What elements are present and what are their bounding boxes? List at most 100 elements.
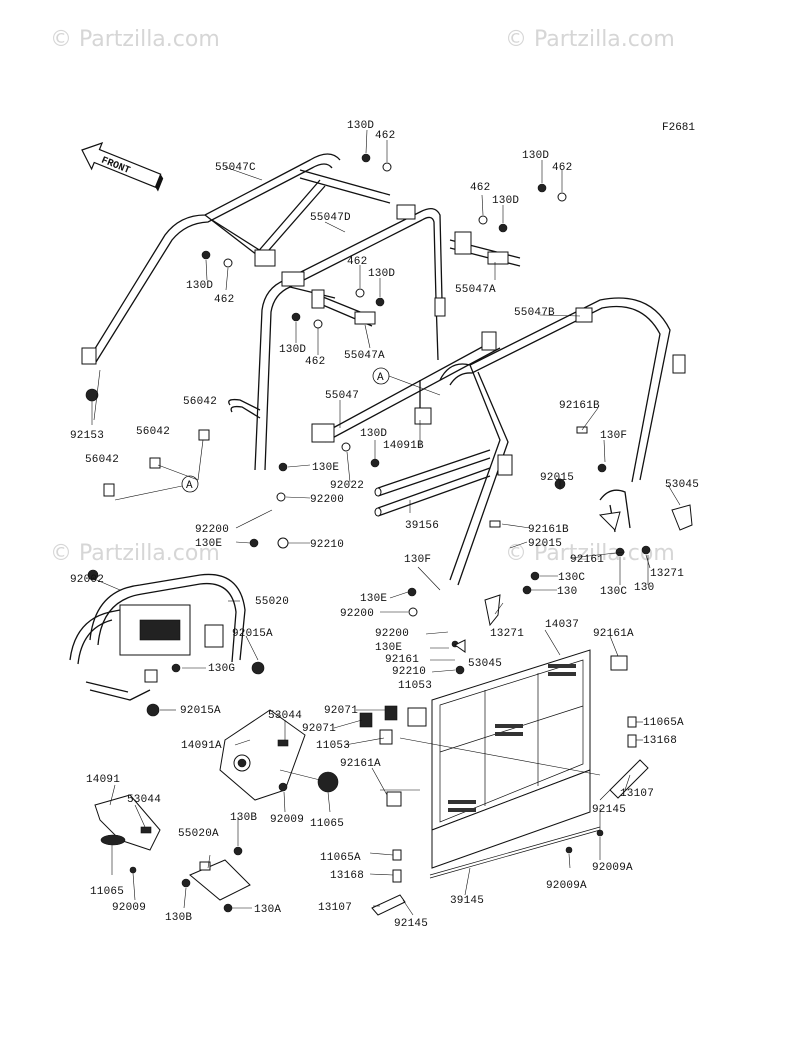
label-39156: 39156 (405, 520, 439, 532)
label-92161: 92161 (385, 654, 419, 666)
label-92002: 92002 (70, 574, 104, 586)
label-92200: 92200 (310, 494, 344, 506)
label-92200: 92200 (375, 628, 409, 640)
label-130F: 130F (404, 554, 431, 566)
label-56042: 56042 (85, 454, 119, 466)
cross-tube-55047A (311, 231, 521, 327)
label-92161A: 92161A (593, 628, 634, 640)
hardware (85, 153, 693, 916)
label-92153: 92153 (70, 430, 104, 442)
label-92210: 92210 (392, 666, 426, 678)
label-55020: 55020 (255, 596, 289, 608)
label-13168: 13168 (643, 735, 677, 747)
watermark-mid-left: © Partzilla.com (50, 541, 220, 566)
label-92071: 92071 (302, 723, 336, 735)
label-92009A: 92009A (592, 862, 633, 874)
label-92015: 92015 (540, 472, 574, 484)
label-56042: 56042 (183, 396, 217, 408)
label-13168: 13168 (330, 870, 364, 882)
label-130B: 130B (230, 812, 257, 824)
label-13271: 13271 (650, 568, 684, 580)
label-92145: 92145 (394, 918, 428, 930)
label-92145: 92145 (592, 804, 626, 816)
reference-marker-a: A A (181, 367, 390, 493)
label-462: 462 (214, 294, 234, 306)
label-130G: 130G (208, 663, 235, 675)
label-130D: 130D (279, 344, 306, 356)
cross-bar-55047 (311, 331, 501, 443)
label-92161: 92161 (570, 554, 604, 566)
label-39145: 39145 (450, 895, 484, 907)
label-53044: 53044 (268, 710, 302, 722)
svg-text:A: A (186, 480, 193, 492)
label-130E: 130E (360, 593, 387, 605)
rollbar-rear-55047B (439, 297, 686, 586)
label-462: 462 (305, 356, 325, 368)
label-11065: 11065 (90, 886, 124, 898)
label-462: 462 (347, 256, 367, 268)
label-130: 130 (634, 582, 654, 594)
label-55047: 55047 (325, 390, 359, 402)
label-92015: 92015 (528, 538, 562, 550)
label-130D: 130D (368, 268, 395, 280)
bracket-55020A (189, 859, 251, 901)
label-55020A: 55020A (178, 828, 219, 840)
label-130D: 130D (186, 280, 213, 292)
label-11065A: 11065A (320, 852, 361, 864)
label-11053: 11053 (398, 680, 432, 692)
label-130A: 130A (254, 904, 281, 916)
label-92009: 92009 (270, 814, 304, 826)
label-14091B: 14091B (383, 440, 424, 452)
guard-14091 (94, 794, 161, 851)
label-92015A: 92015A (232, 628, 273, 640)
label-92200: 92200 (340, 608, 374, 620)
label-92009A: 92009A (546, 880, 587, 892)
label-130C: 130C (600, 586, 627, 598)
label-130D: 130D (347, 120, 374, 132)
rollbar-middle-55047D (228, 204, 446, 471)
label-130E: 130E (375, 642, 402, 654)
label-11065A: 11065A (643, 717, 684, 729)
label-55047B: 55047B (514, 307, 555, 319)
label-14037: 14037 (545, 619, 579, 631)
label-92200: 92200 (195, 524, 229, 536)
label-13107: 13107 (620, 788, 654, 800)
label-55047A: 55047A (455, 284, 496, 296)
label-130: 130 (557, 586, 577, 598)
tube-39156 (374, 449, 491, 517)
tailgate-14037 (431, 649, 591, 869)
label-462: 462 (375, 130, 395, 142)
label-130F: 130F (600, 430, 627, 442)
label-14091A: 14091A (181, 740, 222, 752)
label-130E: 130E (195, 538, 222, 550)
label-53045: 53045 (468, 658, 502, 670)
label-92210: 92210 (310, 539, 344, 551)
label-92022: 92022 (330, 480, 364, 492)
label-53045: 53045 (665, 479, 699, 491)
label-53044: 53044 (127, 794, 161, 806)
watermarks: © Partzilla.com © Partzilla.com © Partzi… (50, 27, 675, 566)
rollbar-front-55047C (81, 153, 391, 365)
watermark-top-right: © Partzilla.com (505, 27, 675, 52)
label-462: 462 (470, 182, 490, 194)
figure-code: F2681 (662, 122, 695, 134)
label-92161B: 92161B (528, 524, 569, 536)
part-labels: 130D 462 55047C 130D 462 462 130D 55047D… (70, 120, 699, 930)
label-55047A: 55047A (344, 350, 385, 362)
label-92009: 92009 (112, 902, 146, 914)
label-92161B: 92161B (559, 400, 600, 412)
label-11065: 11065 (310, 818, 344, 830)
label-92071: 92071 (324, 705, 358, 717)
label-56042: 56042 (136, 426, 170, 438)
watermark-top-left: © Partzilla.com (50, 27, 220, 52)
label-462: 462 (552, 162, 572, 174)
label-92015A: 92015A (180, 705, 221, 717)
label-130D: 130D (360, 428, 387, 440)
label-55047D: 55047D (310, 212, 351, 224)
label-14091: 14091 (86, 774, 120, 786)
front-bumper-55020 (69, 573, 246, 701)
svg-text:A: A (377, 372, 384, 384)
label-130E: 130E (312, 462, 339, 474)
front-arrow-icon: FRONT (81, 142, 164, 192)
label-130C: 130C (558, 572, 585, 584)
